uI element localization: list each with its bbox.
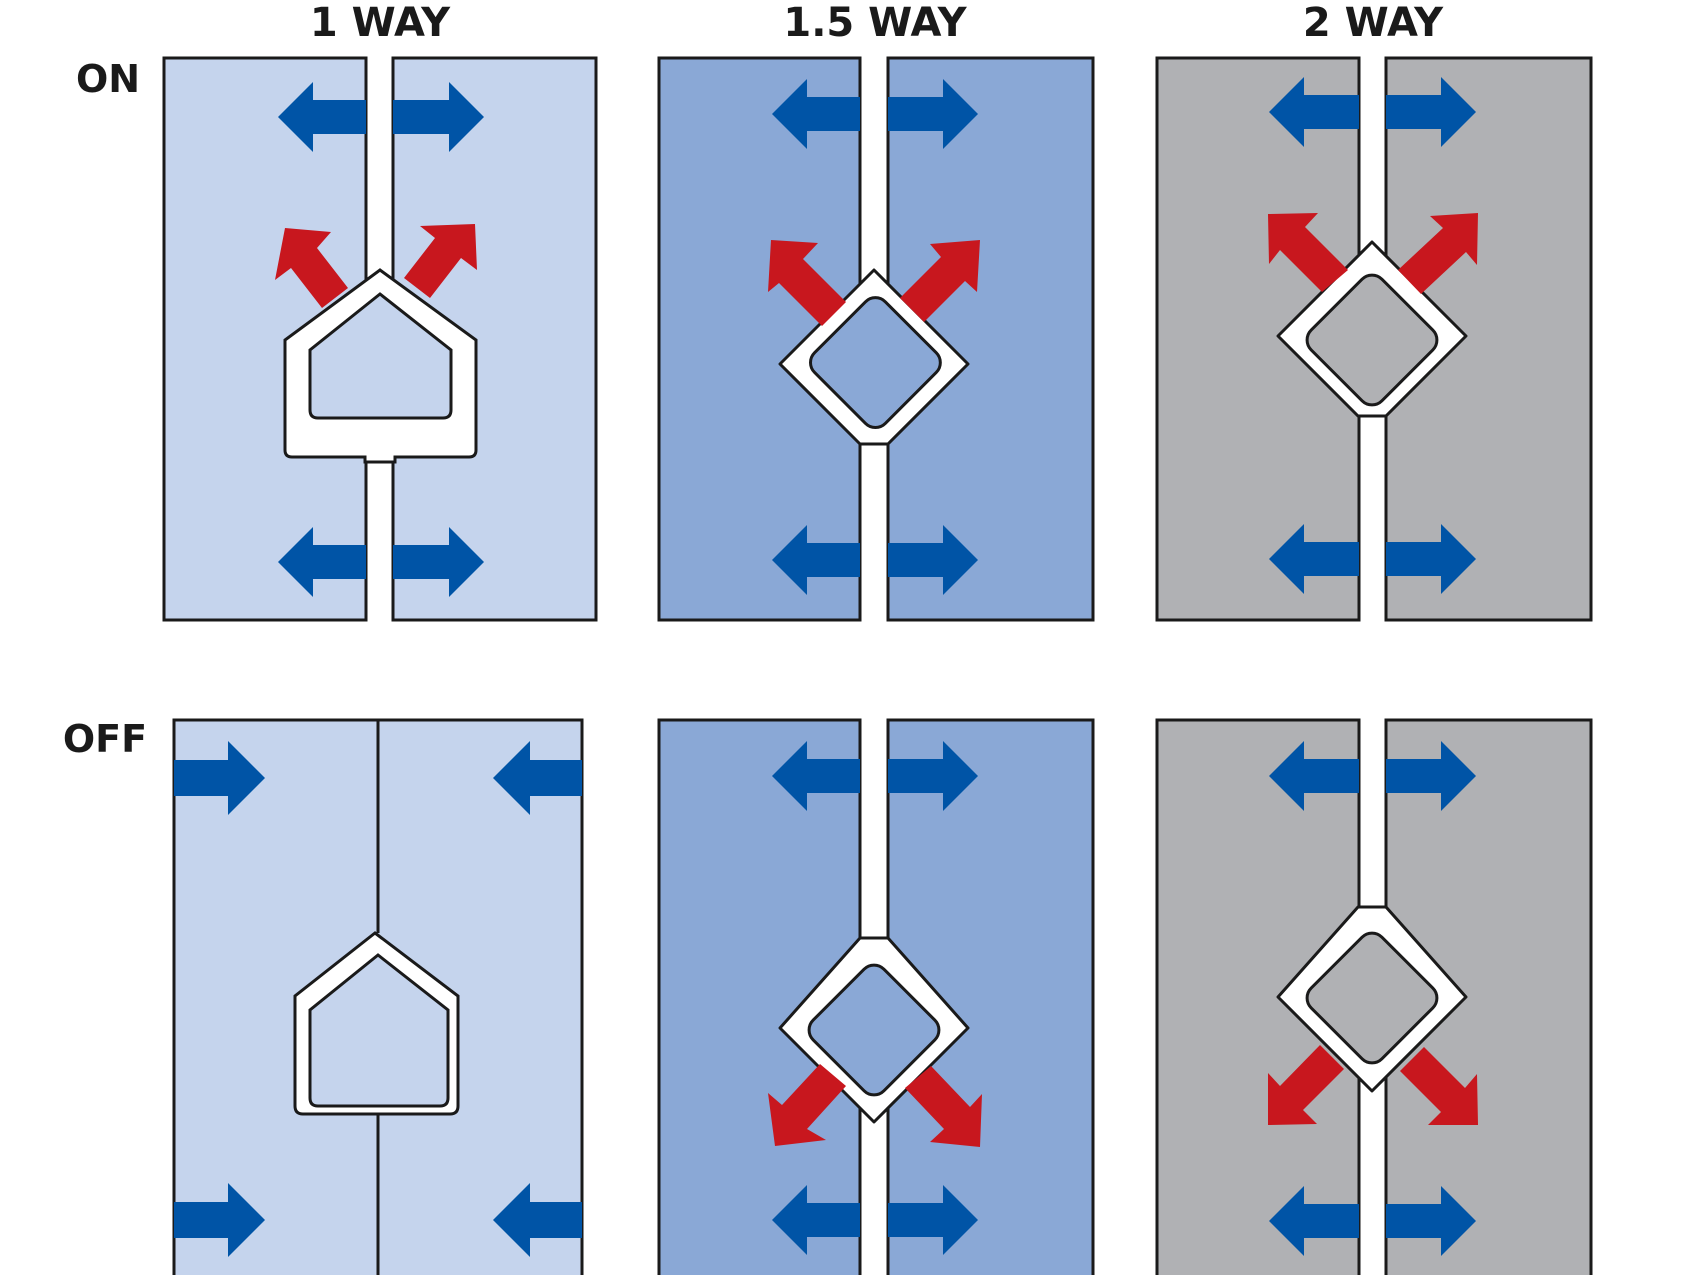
panel-2-way-off: [1155, 718, 1593, 1275]
blue-arrow-left-icon: [772, 79, 860, 149]
panel-1-5-way-on: [657, 56, 1095, 622]
blue-arrow-right-icon: [393, 527, 484, 597]
blue-arrow-right-icon: [174, 1183, 265, 1257]
blue-arrow-left-icon: [278, 82, 366, 152]
row-label-off: OFF: [63, 717, 147, 761]
panel-1-way-off: [172, 718, 584, 1275]
red-arrow-up-left-icon: [275, 228, 348, 308]
red-arrow-up-right-icon: [404, 224, 477, 298]
blue-arrow-right-icon: [174, 741, 265, 815]
blue-arrow-right-icon: [888, 525, 978, 595]
panel-2-way-on: [1155, 56, 1593, 622]
switch-house-inner: [308, 292, 453, 420]
blue-arrow-left-icon: [772, 1185, 860, 1255]
blue-arrow-right-icon: [393, 82, 484, 152]
blue-arrow-right-icon: [1386, 77, 1476, 147]
blue-arrow-left-icon: [278, 527, 366, 597]
red-arrow-up-right-icon: [1398, 213, 1478, 294]
blue-arrow-left-icon: [1269, 741, 1359, 811]
red-arrow-down-left-icon: [1268, 1045, 1344, 1125]
red-arrow-up-left-icon: [768, 240, 846, 326]
switch-house-inner: [308, 953, 450, 1108]
blue-arrow-right-icon: [888, 79, 978, 149]
red-arrow-up-right-icon: [900, 240, 980, 322]
blue-arrow-left-icon: [772, 741, 860, 811]
panel-1-5-way-off: [657, 718, 1095, 1275]
blue-arrow-left-icon: [1269, 524, 1359, 594]
switch-diamond-inner: [1305, 931, 1439, 1065]
switch-diamond-inner: [809, 296, 942, 429]
switch-diamond-inner: [1305, 273, 1439, 407]
red-arrow-down-left-icon: [768, 1064, 846, 1146]
row-label-on: ON: [76, 57, 140, 101]
blue-arrow-right-icon: [1386, 1186, 1476, 1256]
red-arrow-down-right-icon: [1400, 1047, 1478, 1125]
column-header-2-way: 2 WAY: [1303, 0, 1444, 46]
blue-arrow-right-icon: [888, 1185, 978, 1255]
red-arrow-up-left-icon: [1268, 213, 1348, 292]
blue-arrow-left-icon: [493, 1183, 582, 1257]
column-header-1-5-way: 1.5 WAY: [783, 0, 967, 46]
blue-arrow-right-icon: [1386, 741, 1476, 811]
blue-arrow-left-icon: [1269, 1186, 1359, 1256]
blue-arrow-left-icon: [493, 741, 582, 815]
switch-diamond-inner: [807, 963, 941, 1097]
column-header-1-way: 1 WAY: [310, 0, 451, 46]
blue-arrow-right-icon: [1386, 524, 1476, 594]
blue-arrow-left-icon: [1269, 77, 1359, 147]
panel-1-way-on: [162, 56, 598, 622]
blue-arrow-left-icon: [772, 525, 860, 595]
blue-arrow-right-icon: [888, 741, 978, 811]
red-arrow-down-right-icon: [905, 1066, 982, 1147]
